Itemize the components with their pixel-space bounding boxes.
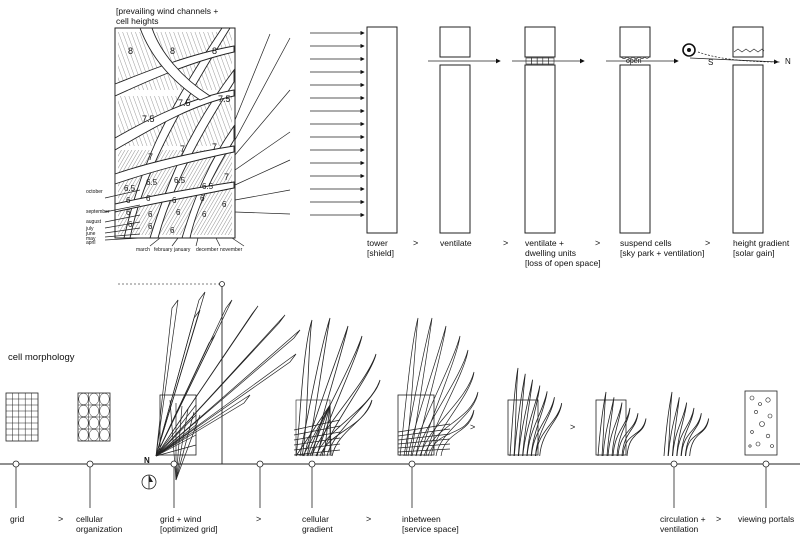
cell-height-label: 8 bbox=[170, 46, 176, 56]
cell-height-label: 6 bbox=[126, 208, 131, 217]
cell-height-label: 6 bbox=[128, 220, 133, 229]
cellular-organization-thumbnail bbox=[77, 392, 111, 442]
separator-arrow: > bbox=[470, 422, 476, 432]
month-label: september bbox=[86, 209, 110, 215]
cell-height-label: 6 bbox=[202, 210, 207, 219]
intermediate-shape-2 bbox=[595, 391, 647, 457]
separator-arrow: > bbox=[705, 238, 711, 248]
cell-height-label: 8 bbox=[128, 46, 134, 56]
cell-height-label: 7 bbox=[212, 142, 218, 152]
intermediate-shape-1 bbox=[507, 367, 563, 457]
wind-title-line2: cell heights bbox=[116, 16, 159, 26]
cell-height-label: 6.5 bbox=[146, 178, 158, 187]
morph-step-1-label: grid bbox=[10, 514, 25, 524]
tower-step-2-label: ventilate bbox=[440, 238, 472, 248]
cell-height-label: 7 bbox=[148, 152, 154, 162]
cell-height-label: 6.5 bbox=[202, 182, 214, 191]
tower-series bbox=[310, 26, 781, 234]
cell-height-label: 6.5 bbox=[174, 176, 186, 185]
wind-diagram-title: [prevailing wind channels + cell heights bbox=[116, 6, 218, 26]
month-label: july bbox=[86, 226, 94, 232]
month-label: august bbox=[86, 219, 102, 225]
morph-step-6-label: circulation + ventilation bbox=[660, 514, 706, 534]
grid-thumbnail bbox=[5, 392, 39, 442]
month-label: february bbox=[154, 247, 173, 253]
separator-arrow: > bbox=[366, 514, 372, 524]
month-label: march bbox=[136, 247, 150, 253]
cell-height-label: 7.5 bbox=[142, 114, 155, 124]
separator-arrow: > bbox=[503, 238, 509, 248]
cell-height-label: 7 bbox=[224, 172, 230, 182]
grid-wind-fan bbox=[155, 291, 301, 481]
separator-arrow: > bbox=[58, 514, 64, 524]
north-compass-icon bbox=[141, 474, 157, 490]
month-label: april bbox=[86, 240, 96, 246]
inbetween-shape bbox=[397, 317, 479, 457]
open-label: open bbox=[626, 58, 642, 65]
tower-shield bbox=[366, 26, 398, 234]
cell-height-label: 8 bbox=[212, 46, 218, 56]
separator-arrow: > bbox=[413, 238, 419, 248]
cell-height-label: 6 bbox=[148, 222, 153, 231]
cell-morphology-title: cell morphology bbox=[8, 352, 75, 363]
tower-ventilate bbox=[428, 26, 501, 234]
cell-height-label: 6 bbox=[170, 226, 175, 235]
tower-step-1-label: tower [shield] bbox=[367, 238, 394, 258]
separator-arrow: > bbox=[716, 514, 722, 524]
morph-step-4-label: cellular gradient bbox=[302, 514, 333, 534]
north-label: N bbox=[785, 57, 791, 66]
cell-height-label: 7.5 bbox=[218, 94, 231, 104]
morph-step-3-label: grid + wind [optimized grid] bbox=[160, 514, 218, 534]
tower-step-4-label: suspend cells [sky park + ventilation] bbox=[620, 238, 705, 258]
cell-height-label: 6 bbox=[222, 200, 227, 209]
viewing-portals-thumbnail bbox=[744, 390, 778, 456]
morph-step-2-label: cellular organization bbox=[76, 514, 123, 534]
month-label: october bbox=[86, 189, 103, 195]
separator-arrow: > bbox=[595, 238, 601, 248]
cell-height-label: 6 bbox=[146, 194, 151, 203]
cell-height-label: 6 bbox=[126, 196, 131, 205]
north-compass-label: N bbox=[144, 456, 150, 465]
cell-height-label: 6 bbox=[200, 194, 205, 203]
separator-arrow: > bbox=[570, 422, 576, 432]
south-label: S bbox=[708, 58, 714, 67]
wind-channel-diagram bbox=[104, 27, 291, 247]
cellular-gradient-shape bbox=[293, 317, 381, 457]
tower-gradient bbox=[682, 26, 781, 234]
month-label: december bbox=[196, 247, 219, 253]
circulation-shape bbox=[663, 391, 710, 457]
cell-height-label: 6 bbox=[172, 196, 177, 205]
cell-height-label: 6 bbox=[148, 210, 153, 219]
cell-height-label: 6 bbox=[176, 208, 181, 217]
month-label: january bbox=[174, 247, 191, 253]
month-label: november bbox=[220, 247, 243, 253]
cell-height-label: 7 bbox=[180, 144, 186, 154]
tower-step-3-label: ventilate + dwelling units [loss of open… bbox=[525, 238, 601, 268]
tower-step-5-label: height gradient [solar gain] bbox=[733, 238, 790, 258]
morph-step-7-label: viewing portals bbox=[738, 514, 795, 524]
morph-step-5-label: inbetween [service space] bbox=[402, 514, 459, 534]
tower-suspend bbox=[606, 26, 679, 234]
cell-height-label: 7.5 bbox=[178, 98, 191, 108]
month-label: june bbox=[86, 231, 96, 237]
cell-morphology bbox=[0, 281, 800, 508]
separator-arrow: > bbox=[256, 514, 262, 524]
wind-title-line1: [prevailing wind channels + bbox=[116, 6, 219, 16]
tower-dwelling bbox=[512, 26, 585, 234]
cell-height-label: 6.5 bbox=[124, 184, 136, 193]
month-label: may bbox=[86, 236, 96, 242]
